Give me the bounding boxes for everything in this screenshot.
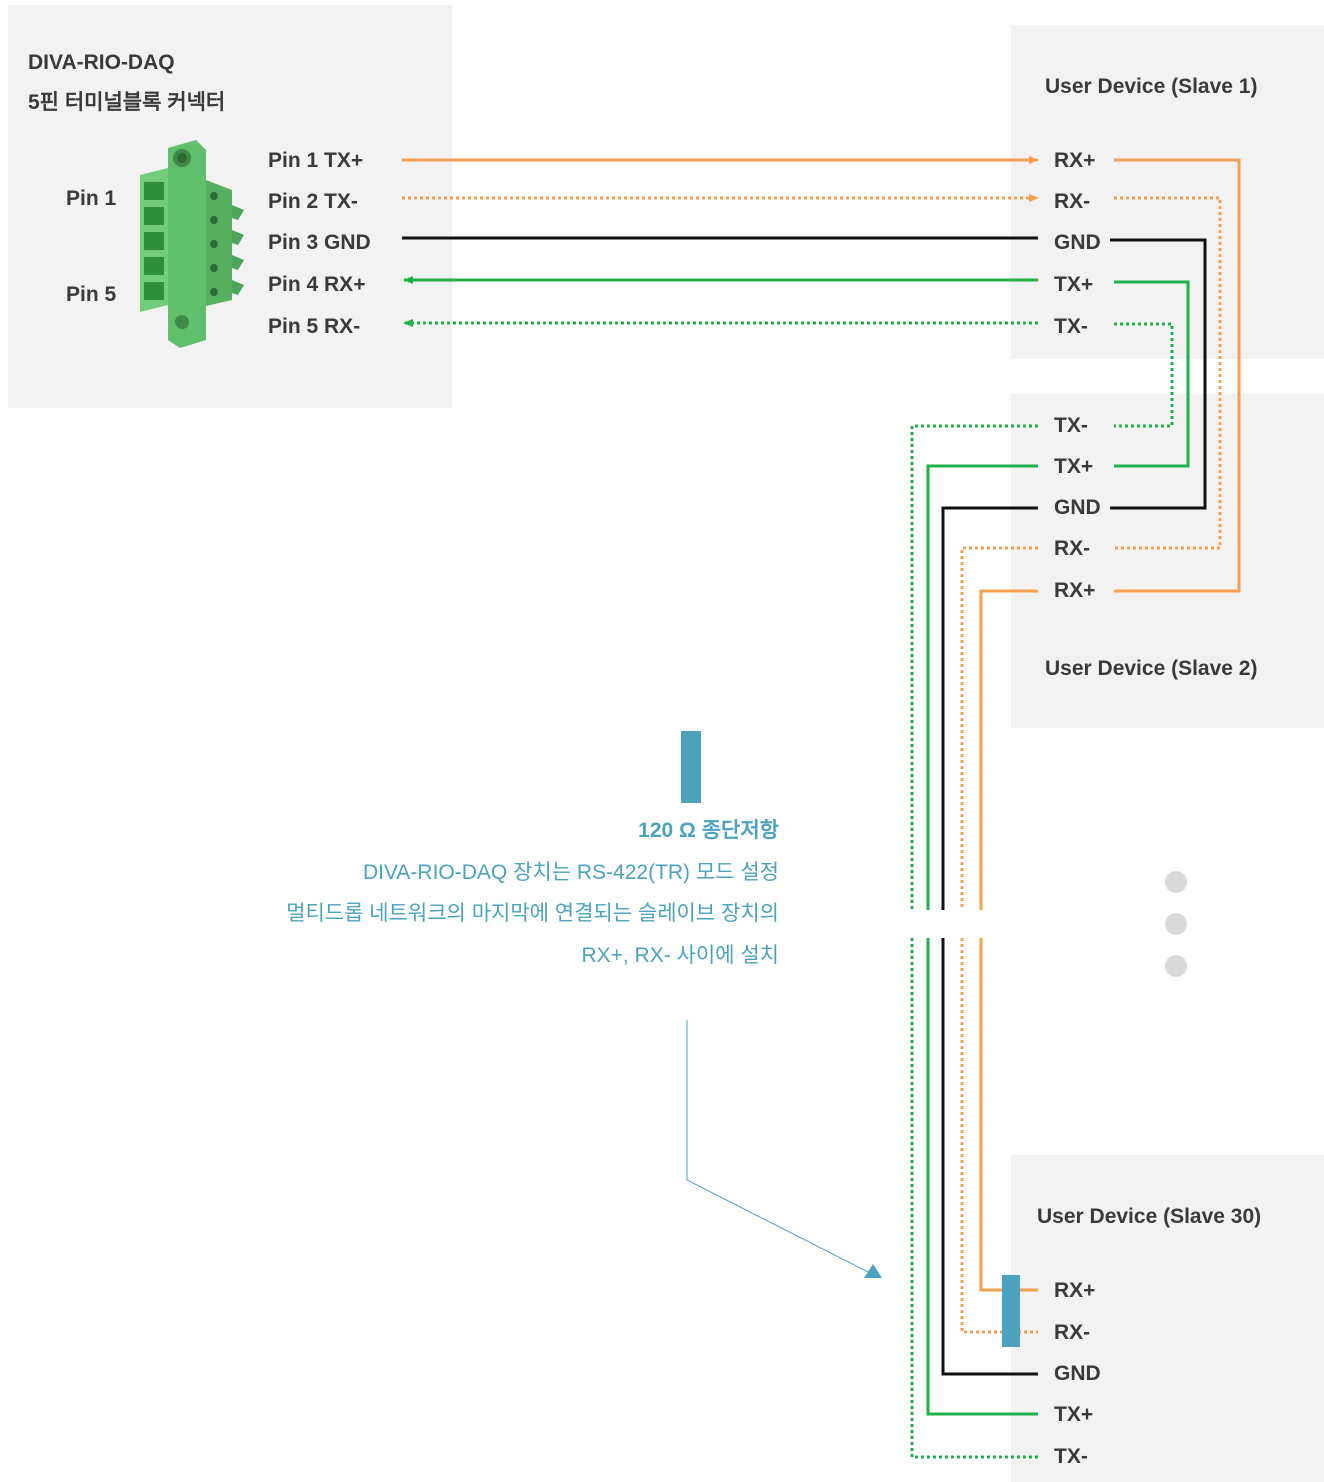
resistor-note-line-3: RX+, RX- 사이에 설치 bbox=[581, 944, 779, 967]
controller-subtitle: 5핀 터미널블록 커넥터 bbox=[28, 91, 226, 114]
trunk-rx-minus-b bbox=[960, 938, 1038, 1334]
slave1-pin-1: RX+ bbox=[1054, 149, 1096, 172]
trunk-gnd-a bbox=[941, 506, 1038, 910]
pin-last-label: Pin 5 bbox=[66, 283, 117, 306]
slave2-title: User Device (Slave 2) bbox=[1045, 657, 1258, 680]
ellipsis-dot bbox=[1165, 913, 1187, 935]
slave2-pin-5: RX+ bbox=[1054, 579, 1096, 602]
terminating-resistor bbox=[1002, 1275, 1020, 1347]
slave2-panel bbox=[1011, 394, 1324, 728]
controller-pin-2: Pin 2 TX- bbox=[268, 190, 358, 213]
trunk-gnd-b bbox=[941, 938, 1038, 1376]
chain-tx-minus bbox=[1114, 322, 1174, 428]
slave1-pin-4: TX+ bbox=[1054, 273, 1094, 296]
chain-gnd bbox=[1110, 238, 1207, 510]
trunk-tx-minus-b bbox=[910, 938, 1038, 1459]
slave1-pin-5: TX- bbox=[1054, 315, 1088, 338]
slave30-pin-1: RX+ bbox=[1054, 1279, 1096, 1302]
slave30-pin-3: GND bbox=[1054, 1362, 1101, 1385]
controller-title: DIVA-RIO-DAQ bbox=[28, 51, 175, 74]
legend-resistor bbox=[681, 731, 701, 803]
slave2-pin-2: TX+ bbox=[1054, 455, 1094, 478]
slave2-pin-4: RX- bbox=[1054, 537, 1091, 560]
resistor-note-line-1: DIVA-RIO-DAQ 장치는 RS-422(TR) 모드 설정 bbox=[362, 861, 779, 884]
slave1-pin-3: GND bbox=[1054, 231, 1101, 254]
slave1-panel bbox=[1011, 25, 1324, 359]
trunk-tx-minus-a bbox=[910, 424, 1038, 910]
pointer-arrow bbox=[864, 1264, 882, 1278]
resistor-note-title: 120 Ω 종단저항 bbox=[638, 819, 779, 842]
trunk-rx-plus-a bbox=[979, 589, 1038, 910]
trunk-tx-plus-a bbox=[926, 464, 1038, 910]
controller-pin-5: Pin 5 RX- bbox=[268, 315, 361, 338]
resistor-note-line-2: 멀티드롭 네트워크의 마지막에 연결되는 슬레이브 장치의 bbox=[286, 902, 779, 925]
slave30-panel bbox=[1011, 1155, 1324, 1482]
trunk-rx-minus-a bbox=[960, 546, 1038, 910]
terminal-block-connector bbox=[140, 140, 244, 348]
slave1-title: User Device (Slave 1) bbox=[1045, 75, 1258, 98]
pointer-line bbox=[686, 1020, 869, 1273]
ellipsis-dot bbox=[1165, 955, 1187, 977]
slave30-pin-4: TX+ bbox=[1054, 1403, 1094, 1426]
slave2-pin-1: TX- bbox=[1054, 414, 1088, 437]
slave30-pin-2: RX- bbox=[1054, 1321, 1091, 1344]
pin-first-label: Pin 1 bbox=[66, 187, 117, 210]
trunk-tx-plus-b bbox=[926, 938, 1038, 1416]
chain-tx-plus bbox=[1114, 280, 1190, 468]
ellipsis-dot bbox=[1165, 871, 1187, 893]
controller-pin-4: Pin 4 RX+ bbox=[268, 273, 366, 296]
controller-pin-1: Pin 1 TX+ bbox=[268, 149, 364, 172]
controller-pin-3: Pin 3 GND bbox=[268, 231, 371, 254]
slave1-pin-2: RX- bbox=[1054, 190, 1091, 213]
slave30-pin-5: TX- bbox=[1054, 1445, 1088, 1468]
trunk-rx-plus-b bbox=[979, 938, 1038, 1292]
slave2-pin-3: GND bbox=[1054, 496, 1101, 519]
slave30-title: User Device (Slave 30) bbox=[1037, 1205, 1262, 1228]
chain-rx-plus bbox=[1114, 158, 1241, 593]
